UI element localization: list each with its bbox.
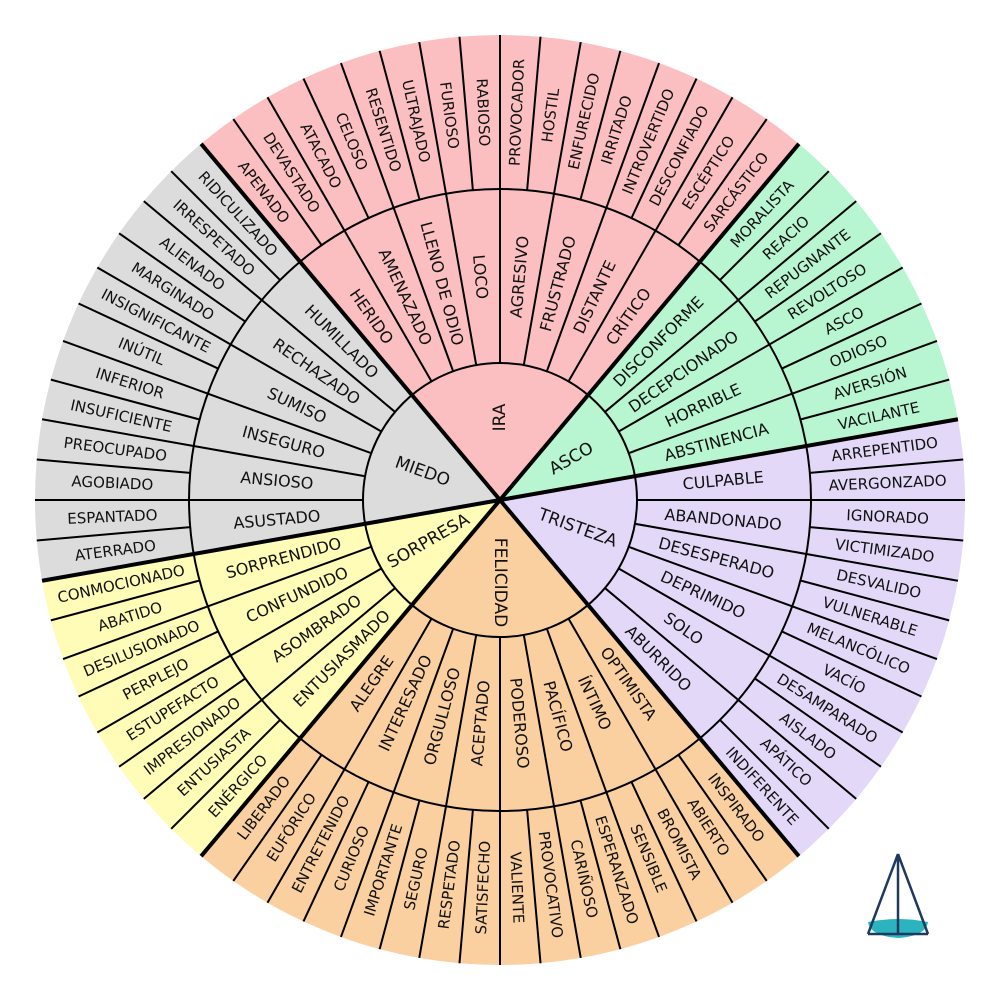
tertiary-emotion-label: VALIENTE — [506, 851, 527, 923]
tertiary-divider — [781, 302, 922, 370]
secondary-divider — [545, 62, 660, 372]
tertiary-emotion-label: RABIOSO — [473, 78, 494, 147]
secondary-divider — [143, 200, 396, 413]
core-emotion-label: IRA — [490, 403, 510, 431]
tertiary-emotion-label: PROVOCADOR — [506, 58, 529, 166]
secondary-divider — [340, 62, 455, 372]
tertiary-divider — [677, 118, 768, 246]
tertiary-divider — [378, 800, 421, 950]
tertiary-divider — [170, 719, 281, 830]
secondary-divider — [628, 545, 938, 660]
secondary-emotion-label: LOCO — [469, 254, 492, 300]
secondary-divider — [604, 587, 857, 800]
secondary-divider — [62, 545, 372, 660]
tertiary-divider — [800, 579, 950, 622]
secondary-divider — [567, 618, 734, 904]
tertiary-divider — [232, 118, 323, 246]
secondary-divider — [340, 628, 455, 938]
core-emotion-divider — [199, 142, 502, 502]
tertiary-divider — [800, 378, 950, 421]
inner-ring — [362, 362, 638, 638]
secondary-divider — [567, 96, 734, 382]
tertiary-divider — [232, 754, 323, 882]
tertiary-emotion-label: ESPANTADO — [67, 506, 158, 528]
tertiary-divider — [630, 781, 698, 922]
tertiary-divider — [36, 458, 191, 474]
secondary-divider — [96, 266, 382, 433]
secondary-divider — [604, 200, 857, 413]
secondary-divider — [634, 522, 959, 582]
emotion-sector-asco — [500, 143, 958, 500]
tertiary-divider — [526, 36, 542, 191]
tertiary-divider — [677, 754, 768, 882]
tertiary-divider — [78, 302, 219, 370]
core-emotion-divider — [499, 417, 959, 502]
core-emotion-divider — [498, 142, 801, 502]
core-emotion-label: FELICIDAD — [490, 538, 510, 627]
wheel-segments — [34, 35, 966, 966]
tertiary-divider — [78, 630, 219, 698]
tertiary-divider — [378, 50, 421, 200]
secondary-divider — [143, 587, 396, 800]
secondary-divider — [545, 628, 660, 938]
tertiary-divider — [50, 378, 200, 421]
secondary-divider — [266, 96, 433, 382]
tertiary-divider — [579, 800, 622, 950]
tertiary-divider — [579, 50, 622, 200]
tertiary-divider — [630, 78, 698, 219]
tertiary-divider — [719, 719, 830, 830]
tertiary-divider — [50, 579, 200, 622]
secondary-divider — [62, 340, 372, 455]
tertiary-divider — [458, 809, 474, 964]
tertiary-divider — [754, 232, 882, 323]
tertiary-divider — [302, 78, 370, 219]
pyramid-logo-icon — [866, 853, 930, 938]
tertiary-divider — [809, 526, 964, 542]
tertiary-divider — [526, 809, 542, 964]
secondary-divider — [96, 567, 382, 734]
tertiary-divider — [170, 170, 281, 281]
tertiary-divider — [302, 781, 370, 922]
tertiary-divider — [118, 677, 246, 768]
core-emotion-divider — [498, 498, 801, 858]
secondary-divider — [418, 41, 478, 366]
secondary-divider — [628, 340, 938, 455]
middle-ring — [188, 188, 812, 812]
secondary-divider — [41, 418, 366, 478]
core-emotion-divider — [199, 498, 502, 858]
secondary-divider — [522, 634, 582, 959]
tertiary-divider — [458, 36, 474, 191]
secondary-divider — [418, 634, 478, 959]
secondary-divider — [618, 266, 904, 433]
secondary-divider — [522, 41, 582, 366]
wheel-divider-lines — [35, 35, 965, 965]
secondary-divider — [266, 618, 433, 904]
tertiary-divider — [36, 526, 191, 542]
secondary-divider — [618, 567, 904, 734]
tertiary-divider — [781, 630, 922, 698]
tertiary-divider — [719, 170, 830, 281]
tertiary-emotion-label: SATISFECHO — [472, 840, 494, 934]
emotion-sector-miedo — [34, 143, 500, 581]
pyramid-logo-outline — [866, 853, 930, 936]
tertiary-divider — [118, 232, 246, 323]
tertiary-emotion-label: AGOBIADO — [71, 472, 153, 494]
tertiary-emotion-label: IGNORADO — [846, 506, 929, 528]
tertiary-divider — [809, 458, 964, 474]
emotion-sector-tristeza — [500, 419, 966, 857]
tertiary-emotion-label: AVERGONZADO — [828, 472, 947, 495]
emotion-sector-sorpresa — [42, 500, 501, 857]
core-emotion-divider — [41, 498, 501, 583]
tertiary-divider — [754, 677, 882, 768]
